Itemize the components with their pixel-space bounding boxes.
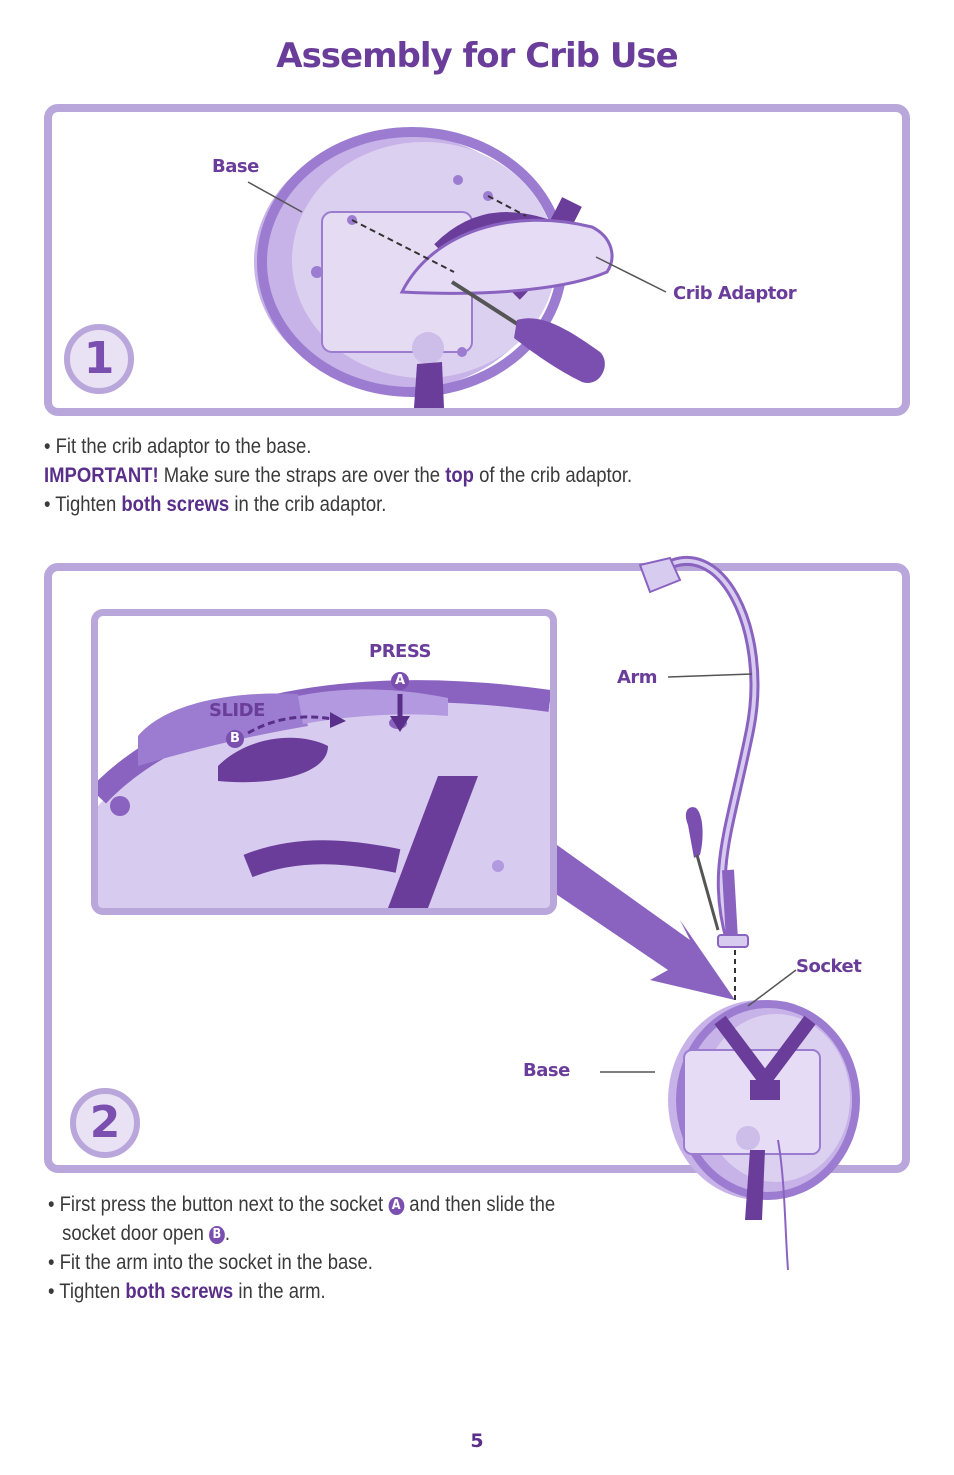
instruction-line: • First press the button next to the soc… xyxy=(48,1193,556,1216)
instruction-line: • Tighten both screws in the crib adapto… xyxy=(44,493,387,516)
instruction-line: • Fit the arm into the socket in the bas… xyxy=(48,1251,373,1274)
step-2-number: 2 xyxy=(70,1088,140,1158)
step-1-number: 1 xyxy=(64,324,134,394)
step-2-illustration xyxy=(600,556,860,1271)
crib-adaptor-label: Crib Adaptor xyxy=(673,283,797,304)
important-label: IMPORTANT! xyxy=(44,464,159,487)
instruction-line: socket door open B. xyxy=(62,1222,230,1245)
base-label: Base xyxy=(212,156,259,177)
base-label: Base xyxy=(523,1060,570,1081)
step-1-instructions: • Fit the crib adaptor to the base. IMPO… xyxy=(44,432,632,519)
press-label: PRESS xyxy=(369,641,431,662)
instruction-line: • Tighten both screws in the arm. xyxy=(48,1280,326,1303)
slide-label: SLIDE xyxy=(209,700,265,721)
step-1-illustration xyxy=(247,127,667,408)
pointer-arrow xyxy=(550,840,735,1000)
badge-a: A xyxy=(391,672,409,690)
badge-b: B xyxy=(208,1226,225,1244)
badge-a: A xyxy=(388,1197,405,1215)
step-2-instructions: • First press the button next to the soc… xyxy=(48,1190,555,1306)
page-title: Assembly for Crib Use xyxy=(276,36,678,76)
instruction-line: IMPORTANT! Make sure the straps are over… xyxy=(44,464,633,487)
socket-label: Socket xyxy=(796,956,862,977)
socket-closeup-illustration xyxy=(98,680,550,908)
badge-b: B xyxy=(226,730,244,748)
socket-closeup-inset: PRESS SLIDE A B xyxy=(91,609,557,915)
arm-label: Arm xyxy=(617,667,658,688)
instruction-line: • Fit the crib adaptor to the base. xyxy=(44,435,312,458)
page-number: 5 xyxy=(470,1430,484,1452)
